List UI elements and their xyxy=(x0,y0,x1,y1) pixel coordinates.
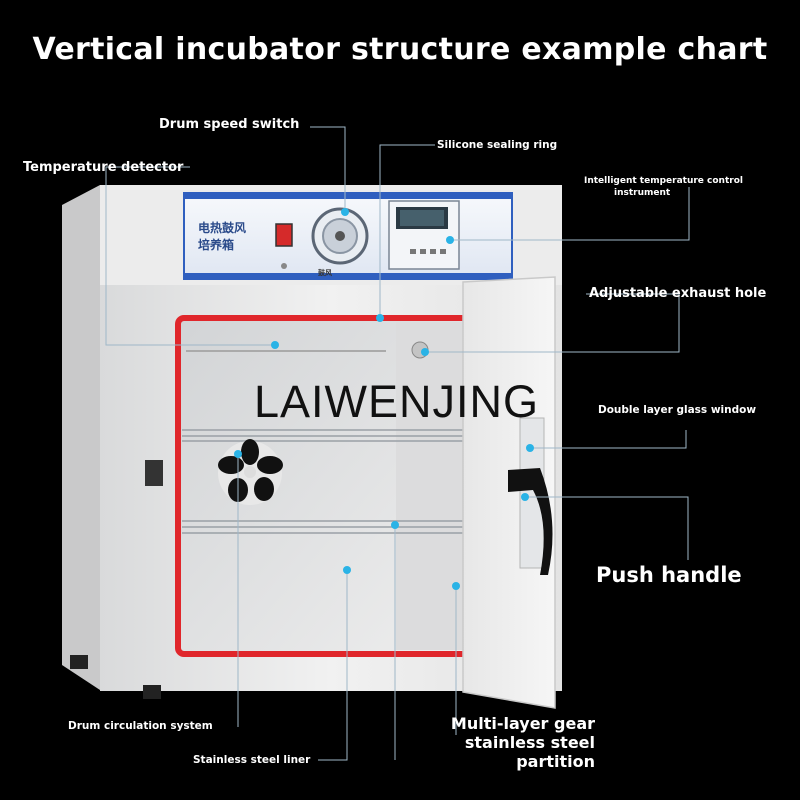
label-stainless-steel-liner: Stainless steel liner xyxy=(193,754,311,766)
push-handle-icon xyxy=(508,468,553,575)
power-switch-icon xyxy=(275,223,293,247)
fan-caption: 鼓风 xyxy=(318,269,332,277)
shelf-upper xyxy=(182,429,465,442)
drum-speed-knob-icon xyxy=(311,207,369,265)
panel-name-line2: 培养箱 xyxy=(198,238,235,252)
label-drum-circulation-system: Drum circulation system xyxy=(68,720,213,732)
shelf-lower xyxy=(182,520,465,534)
incubator-door xyxy=(462,276,556,709)
label-drum-speed-switch: Drum speed switch xyxy=(159,117,300,132)
diagram-title: Vertical incubator structure example cha… xyxy=(32,32,768,67)
label-temperature-detector: Temperature detector xyxy=(23,160,184,175)
incubator-cabinet xyxy=(62,185,562,699)
watermark-text: LAIWENJING xyxy=(254,376,540,427)
inner-chamber xyxy=(175,315,471,657)
temperature-controller-icon xyxy=(388,200,460,270)
door-latch-icon xyxy=(145,460,163,486)
label-double-layer-glass-window: Double layer glass window xyxy=(598,404,757,416)
label-multi-layer-gear: Multi-layer gear stainless steel partiti… xyxy=(450,714,595,771)
callout-leaders xyxy=(105,126,690,761)
label-silicone-sealing-ring: Silicone sealing ring xyxy=(437,139,558,151)
panel-name-line1: 电热鼓风 xyxy=(198,221,247,235)
label-intelligent-temperature-control: Intelligent temperature control instrume… xyxy=(584,176,743,198)
label-push-handle: Push handle xyxy=(596,563,742,587)
callout-dots xyxy=(234,208,534,590)
circulation-fan-icon xyxy=(218,439,283,505)
label-adjustable-exhaust-hole: Adjustable exhaust hole xyxy=(589,286,767,301)
